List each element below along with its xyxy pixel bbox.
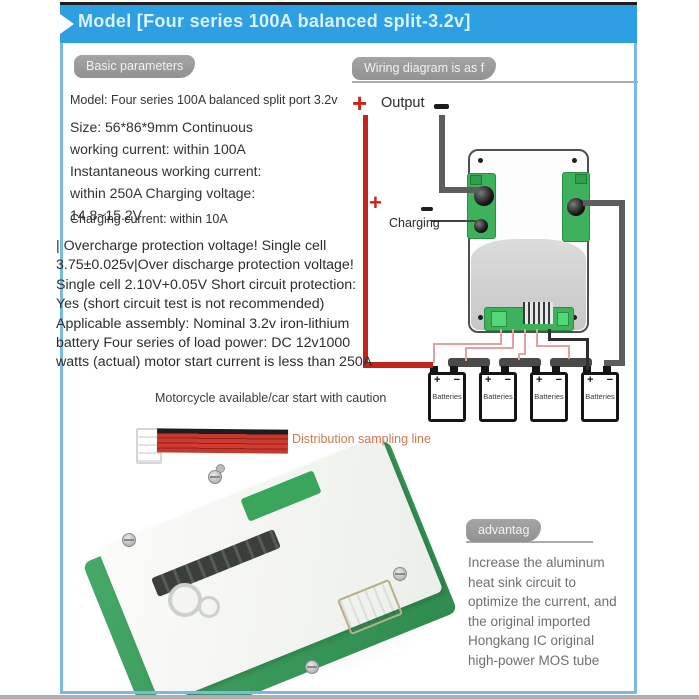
output-terminal-icon (474, 186, 494, 206)
terminal-marking (575, 174, 587, 184)
charging-minus-icon (421, 207, 433, 211)
bottom-edge-strip (0, 695, 699, 699)
balance-wire (512, 329, 514, 348)
balance-wire (465, 347, 467, 361)
basic-parameters-badge: Basic parameters (74, 55, 196, 78)
plus-icon: + (536, 374, 543, 386)
balance-wire (536, 329, 538, 346)
minus-icon: − (555, 374, 562, 386)
screw-icon (393, 567, 407, 581)
battery-label: Batteries (432, 392, 462, 401)
charging-plus-icon: + (369, 190, 382, 215)
balance-wire (518, 353, 526, 355)
red-output-wire-vertical (363, 115, 368, 368)
black-sense-wire-2 (548, 338, 589, 341)
balance-wire (568, 345, 570, 359)
advantage-paragraph: Increase the aluminum heat sink circuit … (468, 555, 617, 668)
advantage-badge-underline (466, 541, 593, 543)
balance-wire (518, 353, 520, 360)
battery-terminal-tab (603, 366, 611, 373)
battery-cell-2: + − Batteries (479, 372, 517, 422)
page-title: Model [Four series 100A balanced split-3… (78, 11, 471, 31)
output-minus-icon (434, 104, 449, 109)
plus-icon: + (485, 374, 492, 386)
size-current-paragraph: Size: 56*86*9mm Continuous working curre… (70, 119, 262, 223)
battery-label: Batteries (483, 392, 513, 401)
sampling-line-label: Distribution sampling line (292, 432, 431, 446)
output-label: Output (381, 95, 425, 111)
terminal-marking (470, 175, 482, 185)
charging-terminal-icon (474, 219, 488, 233)
battery-link-bar (550, 358, 592, 367)
battery-terminal-tab (450, 366, 458, 373)
gray-right-wire-horizontal (583, 200, 625, 206)
battery-terminal-tab (430, 366, 438, 373)
mounting-hole-icon (478, 315, 483, 320)
charging-label: Charging (389, 216, 440, 230)
protection-paragraph: | Overcharge protection voltage! Single … (56, 238, 373, 371)
pcb-photo-hole (168, 583, 202, 617)
battery-terminal-tab (501, 366, 509, 373)
battery-terminal-icon (567, 198, 585, 216)
charging-thin-wire (431, 220, 476, 222)
wiring-diagram-badge: Wiring diagram is as f (352, 57, 497, 80)
screw-icon (305, 660, 319, 674)
balance-connector-strip (484, 302, 574, 331)
right-terminal-strip (562, 172, 590, 242)
gray-output-wire-vertical (439, 115, 445, 193)
plus-icon: + (434, 374, 441, 386)
title-ribbon-notch (60, 14, 74, 34)
black-sense-wire-3 (586, 338, 589, 370)
balance-wire (433, 343, 435, 363)
gray-right-wire-end (604, 360, 625, 366)
balance-wire (536, 345, 570, 347)
red-output-wire-horizontal (363, 362, 433, 368)
battery-cell-4: + − Batteries (581, 372, 619, 422)
black-sense-wire-1 (548, 329, 551, 341)
plus-icon: + (587, 374, 594, 386)
battery-label: Batteries (585, 392, 615, 401)
balance-wire (465, 347, 514, 349)
battery-label: Batteries (534, 392, 564, 401)
screw-icon (122, 533, 136, 547)
charging-current-line: Charging current: within 10A (70, 212, 228, 226)
sampling-wire-ribbon (156, 428, 289, 454)
gray-output-wire-horizontal (439, 187, 479, 193)
minus-icon: − (504, 374, 511, 386)
balance-wire (433, 343, 502, 345)
battery-link-bar (448, 358, 490, 367)
connector-pins (523, 302, 553, 324)
component-chip (557, 312, 569, 326)
advantage-badge: advantag (466, 519, 542, 542)
battery-terminal-tab (481, 366, 489, 373)
battery-cell-1: + − Batteries (428, 372, 466, 422)
minus-icon: − (606, 374, 613, 386)
battery-terminal-tab (552, 366, 560, 373)
mounting-hole-icon (478, 158, 483, 163)
screw-icon (208, 470, 222, 484)
output-plus-icon: + (352, 88, 368, 118)
wiring-badge-underline (352, 81, 638, 83)
balance-wire (500, 329, 502, 344)
balance-wire (524, 329, 526, 354)
component-chip (491, 311, 507, 327)
battery-terminal-tab (532, 366, 540, 373)
mounting-hole-icon (572, 315, 577, 320)
minus-icon: − (453, 374, 460, 386)
left-terminal-strip (467, 173, 496, 239)
model-line: Model: Four series 100A balanced split p… (70, 93, 338, 107)
battery-link-bar (499, 358, 541, 367)
battery-cell-3: + − Batteries (530, 372, 568, 422)
caution-line: Motorcycle available/car start with caut… (155, 391, 387, 405)
gray-right-wire-vertical (619, 200, 625, 366)
mounting-hole-icon (572, 158, 577, 163)
bms-board-diagram (467, 149, 590, 333)
pcb-photo-hole (198, 596, 220, 618)
